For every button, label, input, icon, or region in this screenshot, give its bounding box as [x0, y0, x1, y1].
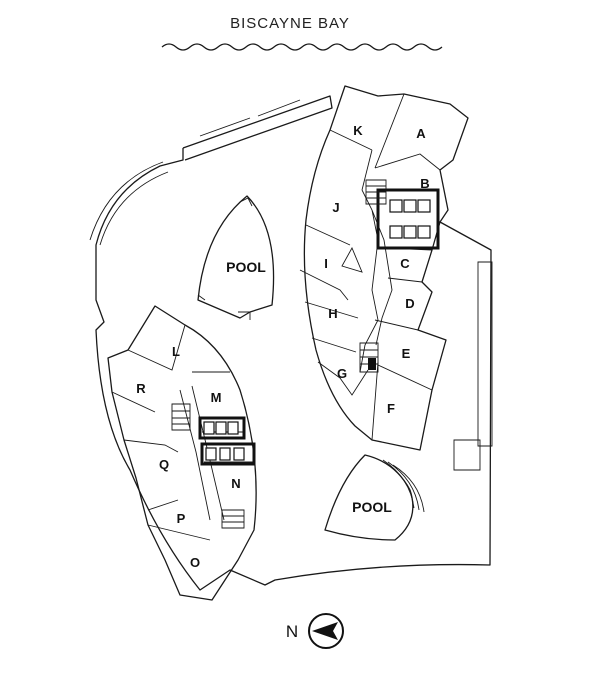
pool-lower-steps	[382, 459, 425, 513]
unit-c: C	[400, 256, 410, 271]
unit-o: O	[190, 555, 200, 570]
unit-k: K	[353, 123, 363, 138]
west-elevator-core	[198, 416, 246, 440]
elevator-cab	[403, 199, 417, 213]
east-elevator-core	[376, 188, 440, 250]
east-walkway	[453, 261, 493, 471]
unit-b: B	[420, 176, 429, 191]
unit-n: N	[231, 476, 240, 491]
pool-lower-label: POOL	[352, 499, 392, 515]
wall-segment	[199, 99, 301, 137]
unit-h: H	[328, 306, 337, 321]
elevator-cab	[403, 225, 417, 239]
site-boundary-top	[182, 95, 333, 161]
elevator-cab	[227, 421, 239, 435]
elevator-cab	[203, 421, 215, 435]
arc-terrace	[89, 161, 169, 246]
elevator-cab	[233, 447, 245, 461]
stair-icon	[171, 403, 191, 431]
unit-m: M	[211, 390, 222, 405]
elevator-cab	[417, 225, 431, 239]
north-label: N	[286, 622, 298, 641]
elevator-cab	[417, 199, 431, 213]
unit-q: Q	[159, 457, 169, 472]
elevator-cab	[389, 225, 403, 239]
unit-d: D	[405, 296, 414, 311]
west-elevator-core	[200, 442, 256, 466]
unit-p: P	[177, 511, 186, 526]
water-waves-icon	[161, 43, 443, 51]
pool-upper-shape	[197, 195, 275, 319]
unit-j: J	[332, 200, 339, 215]
unit-r: R	[136, 381, 146, 396]
east-tower-outline	[303, 85, 469, 451]
elevator-cab	[205, 447, 217, 461]
east-tower-corridor	[359, 189, 393, 373]
pool-upper-detail	[197, 197, 253, 320]
pool-upper-label: POOL	[226, 259, 266, 275]
site-boundary	[95, 148, 492, 591]
map-title: BISCAYNE BAY	[230, 15, 350, 32]
stair-core	[368, 358, 376, 370]
unit-i: I	[324, 256, 328, 271]
elevator-cab	[215, 421, 227, 435]
lobby-triangle	[341, 246, 363, 273]
north-arrow-icon	[308, 613, 344, 649]
unit-e: E	[402, 346, 411, 361]
east-tower-dividers	[299, 93, 441, 441]
unit-g: G	[337, 366, 347, 381]
stair-icon	[359, 342, 379, 373]
unit-a: A	[416, 126, 426, 141]
unit-l: L	[172, 344, 180, 359]
stair-icon	[221, 509, 245, 529]
unit-f: F	[387, 401, 395, 416]
stair-icon	[365, 179, 387, 205]
pool-lower-shape	[324, 454, 414, 541]
elevator-cab	[389, 199, 403, 213]
elevator-cab	[219, 447, 231, 461]
